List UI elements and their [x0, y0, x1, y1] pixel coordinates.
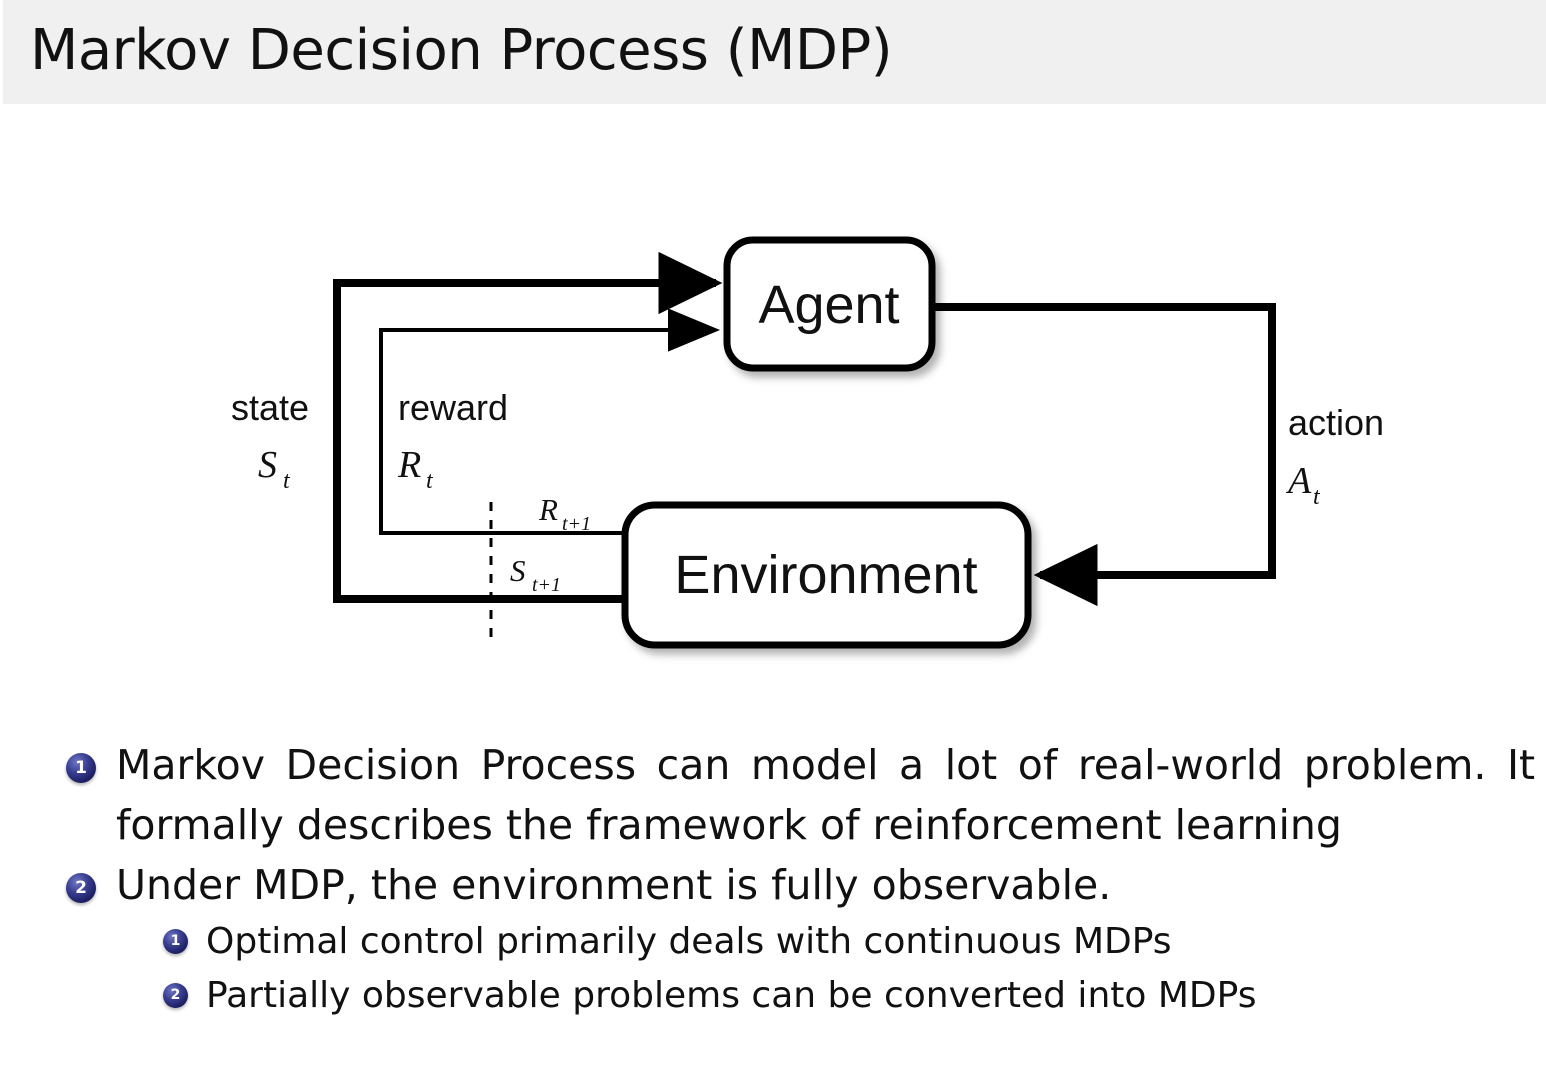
bullet-line: formally describes the framework of rein… [116, 801, 1342, 849]
list-item[interactable]: 2 Partially observable problems can be c… [163, 969, 1546, 1023]
environment-box-label: Environment [674, 545, 977, 605]
action-symbol-label: A [1285, 460, 1312, 502]
reward-word-label: reward [398, 387, 508, 428]
slide-header-bar [3, 0, 1546, 104]
reward-symbol-label: R [397, 444, 421, 486]
list-item[interactable]: 2 Under MDP, the environment is fully ob… [66, 855, 1546, 915]
state-subscript-label: t [283, 468, 291, 494]
state-word-label: state [231, 387, 309, 428]
reward-label-group: reward R t [397, 387, 508, 494]
agent-box: Agent [723, 236, 936, 372]
next-state-symbol-label: S [510, 553, 526, 588]
mdp-interaction-diagram: Agent Environment state S t reward R t a… [0, 110, 1546, 700]
next-reward-symbol-label: R [538, 492, 558, 527]
bullet-text-2: Under MDP, the environment is fully obse… [116, 855, 1496, 915]
bullet-list: 1 Markov Decision Process can model a lo… [0, 735, 1546, 1023]
state-symbol-label: S [258, 444, 277, 486]
bullet-marker-2: 2 [66, 873, 96, 903]
list-item[interactable]: 1 Optimal control primarily deals with c… [163, 915, 1546, 969]
list-item[interactable]: 1 Markov Decision Process can model a lo… [66, 735, 1546, 855]
state-feedback-path [333, 251, 723, 603]
next-state-label-group: S t+1 [510, 553, 561, 596]
bullet-text-1: Markov Decision Process can model a lot … [116, 735, 1536, 855]
sub-bullet-marker-1: 1 [163, 929, 188, 954]
next-reward-subscript-label: t+1 [562, 513, 591, 535]
sub-bullet-text-1: Optimal control primarily deals with con… [206, 921, 1172, 962]
action-label-group: action A t [1285, 402, 1384, 510]
next-reward-label-group: R t+1 [538, 492, 591, 535]
action-subscript-label: t [1313, 484, 1321, 510]
agent-box-label: Agent [758, 275, 899, 335]
action-path [932, 303, 1276, 607]
environment-box: Environment [621, 501, 1032, 649]
bullet-marker-1: 1 [66, 753, 96, 783]
sub-bullet-text-2: Partially observable problems can be con… [206, 975, 1257, 1016]
bullet-line: Markov Decision Process can model a lot … [116, 741, 1536, 789]
reward-subscript-label: t [426, 468, 434, 494]
page-title: Markov Decision Process (MDP) [30, 18, 893, 83]
action-word-label: action [1288, 402, 1384, 443]
reward-feedback-path [379, 308, 720, 535]
next-state-subscript-label: t+1 [532, 574, 561, 596]
state-label-group: state S t [231, 387, 309, 494]
sub-bullet-marker-2: 2 [163, 983, 188, 1008]
bullet-line: Under MDP, the environment is fully obse… [116, 861, 1112, 909]
